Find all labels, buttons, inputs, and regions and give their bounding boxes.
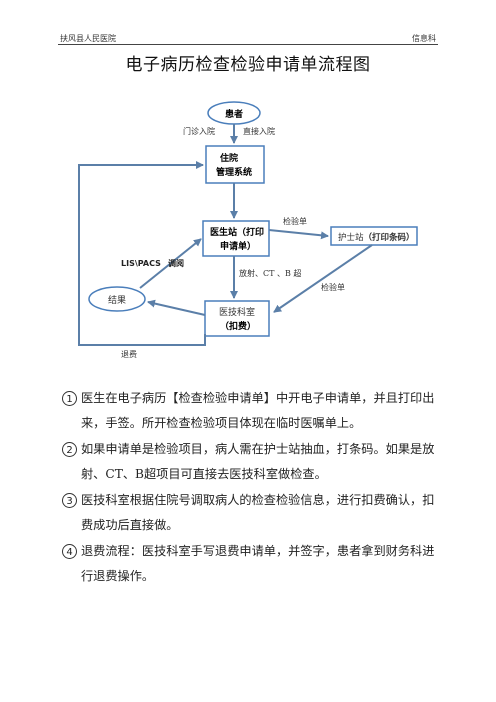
lis-pacs-label: LIS\PACS [121,259,161,268]
his-label-line2: 管理系统 [216,166,252,178]
nurse-station-node [330,226,418,246]
note-text: 退费流程：医技科室手写退费申请单，并签字，患者拿到财务科进行退费操作。 [81,544,435,583]
result-node [88,286,146,312]
flowchart: 患者 门诊入院 直接入院 住院 管理系统 医生站（打印 申请单） 检验单 护士站… [78,101,418,359]
arrow-doctor-to-nurse [268,229,329,240]
nurse-label-bold: （打印条码） [364,232,415,243]
arrow-result-to-doctor [139,238,202,289]
nurse-label-prefix: 护士站 [338,232,364,243]
note-number: 3 [62,493,77,508]
page-title: 电子病历检查检验申请单流程图 [125,55,371,75]
note-item: 4 退费流程：医技科室手写退费申请单，并签字，患者拿到财务科进行退费操作。 [62,539,442,589]
refund-loop-arrow [78,161,206,346]
note-item: 2 如果申请单是检验项目，病人需在护士站抽血，打条码。如果是放射、CT、B超项目… [62,437,442,487]
note-item: 3 医技科室根据住院号调取病人的检查检验信息，进行扣费确认，扣费成功后直接做。 [62,488,442,538]
medical-tech-dept-node [204,300,270,337]
note-number: 2 [62,442,77,457]
result-label: 结果 [108,294,126,306]
header-hospital-name: 扶风县人民医院 [60,34,116,43]
note-item: 1 医生在电子病历【检查检验申请单】中开电子申请单，并且打印出来，手签。所开检查… [62,386,442,436]
patient-label: 患者 [225,108,243,120]
note-text: 如果申请单是检验项目，病人需在护士站抽血，打条码。如果是放射、CT、B超项目可直… [81,442,435,481]
note-text: 医技科室根据住院号调取病人的检查检验信息，进行扣费确认，扣费成功后直接做。 [81,493,435,532]
doctor-label-line1: 医生站（打印 [210,226,264,238]
refund-label: 退费 [121,349,137,359]
retrieve-label: 调阅 [168,258,184,268]
direct-admission-label: 直接入院 [243,126,275,136]
outpatient-label: 门诊入院 [183,126,215,136]
header-department: 信息科 [412,34,436,43]
note-number: 4 [62,544,77,559]
note-number: 1 [62,391,77,406]
dept-label-line2: （扣费） [220,320,256,332]
nurse-label: 护士站（打印条码） [338,232,415,243]
doctor-label-line2: 申请单） [220,240,256,252]
doctor-station-node [202,220,270,257]
note-text: 医生在电子病历【检查检验申请单】中开电子申请单，并且打印出来，手签。所开检查检验… [81,391,435,430]
process-notes: 1 医生在电子病历【检查检验申请单】中开电子申请单，并且打印出来，手签。所开检查… [62,386,442,590]
header-divider [58,44,438,45]
his-node [205,145,265,184]
arrow-dept-to-result [147,299,206,316]
arrow-nurse-to-dept [273,244,373,313]
his-label-line1: 住院 [220,152,238,164]
lab-sheet-label-2: 检验单 [321,282,345,292]
imaging-label: 放射、CT 、B 超 [239,268,301,278]
lab-sheet-label-1: 检验单 [283,216,307,226]
dept-label-line1: 医技科室 [219,306,255,318]
